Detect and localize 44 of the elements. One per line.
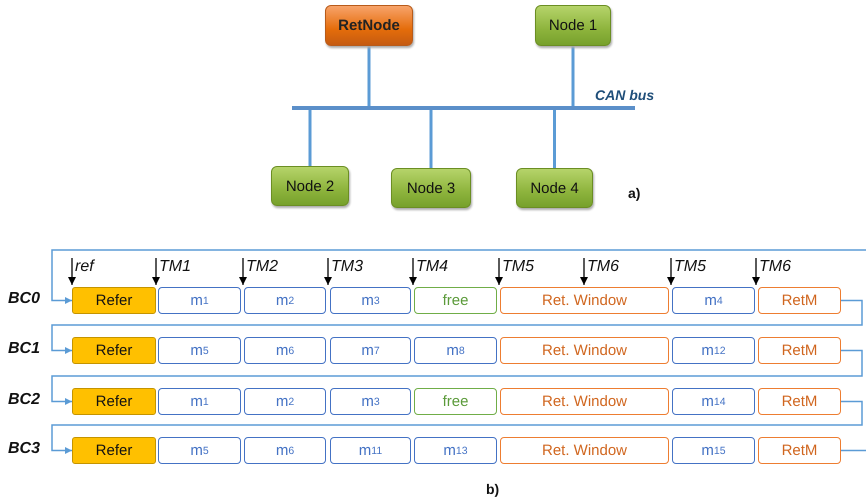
time-marker-label: TM3 [331, 259, 363, 275]
row-label: BC2 [8, 392, 40, 408]
time-marker-label: TM6 [587, 259, 619, 275]
time-marker-label: TM5 [502, 259, 534, 275]
node-box: Node 2 [271, 166, 349, 206]
row-label: BC1 [8, 341, 40, 357]
node-box: Node 4 [516, 168, 593, 208]
time-marker-label: TM5 [674, 259, 706, 275]
time-marker-label: ref [75, 259, 94, 275]
window-slot: Ret. Window [500, 337, 669, 364]
row-label: BC3 [8, 441, 40, 457]
time-marker-label: TM6 [759, 259, 791, 275]
panel-label: b) [486, 482, 500, 496]
bus-connector [572, 46, 574, 106]
free-slot: free [414, 287, 497, 314]
arrow [51, 400, 863, 454]
arrow [51, 300, 863, 354]
bus-connector [430, 110, 432, 168]
message-slot: RetM [758, 287, 841, 314]
node-box: Node 1 [535, 5, 611, 46]
reference-slot: Refer [72, 287, 156, 314]
free-slot: free [414, 388, 497, 415]
message-slot: RetM [758, 337, 841, 364]
window-slot: Ret. Window [500, 388, 669, 415]
bus-connector [368, 46, 370, 106]
arrow [51, 249, 866, 304]
window-slot: Ret. Window [500, 287, 669, 314]
node-box: RetNode [325, 5, 413, 46]
message-slot: RetM [758, 437, 841, 464]
reference-slot: Refer [72, 388, 156, 415]
message-slot: RetM [758, 388, 841, 415]
reference-slot: Refer [72, 337, 156, 364]
window-slot: Ret. Window [500, 437, 669, 464]
panel-label: a) [628, 186, 640, 200]
row-label: BC0 [8, 291, 40, 307]
bus-connector [553, 110, 556, 168]
time-marker-label: TM4 [416, 259, 448, 275]
bus-label: CAN bus [595, 88, 654, 102]
arrow [51, 350, 863, 405]
time-marker-label: TM1 [159, 259, 191, 275]
time-marker-label: TM2 [246, 259, 278, 275]
reference-slot: Refer [72, 437, 156, 464]
node-box: Node 3 [391, 168, 471, 208]
bus-connector [308, 110, 312, 166]
